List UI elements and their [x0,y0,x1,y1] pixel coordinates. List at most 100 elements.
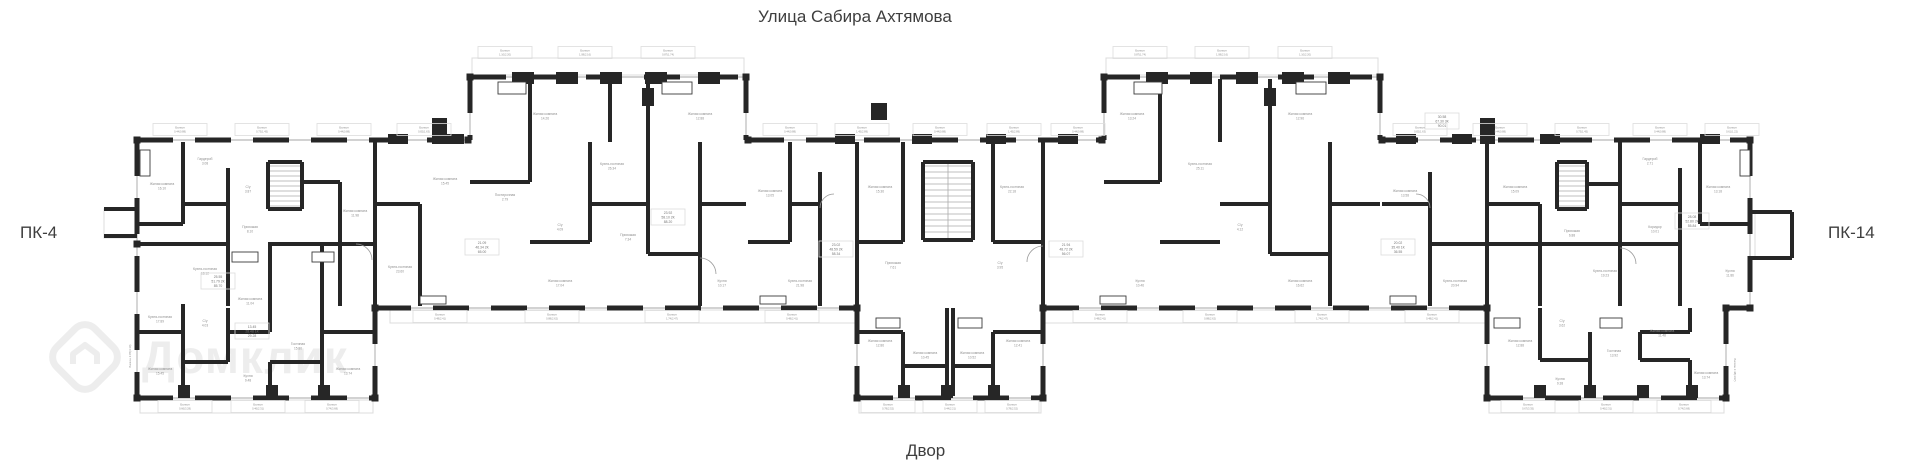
balcony-area-label: 0.74(3.68) [1678,406,1690,410]
room-label: Жилая комната [150,182,175,186]
balcony-label: Балкон [339,125,349,129]
room-area-label: 17.04 [556,284,564,288]
room-area-label: 11.98 [351,214,359,218]
balcony-label: Балкон 2.05(4.10) [128,344,132,367]
apartment-summary-label: 13.45 [248,325,257,329]
apartment-summary-label: 30.58 [1438,115,1447,119]
room-area-label: 9.38 [1557,382,1563,386]
room-area-label: 17.89 [156,320,164,324]
balcony-label: Балкон [1655,125,1665,129]
room-area-label: 13.24 [1128,117,1136,121]
room-area-label: 25.11 [1196,167,1204,171]
balcony-area-label: 0.48(2.41) [786,316,798,320]
balcony-label: Балкон [1300,48,1310,52]
balcony-label: Балкон [327,402,337,406]
apartment-summary-label: 52.80 2К [1685,220,1698,224]
room-label: Жилая комната [1288,112,1313,116]
apartment-summary-label: 25.55 [214,275,223,279]
room-label: Жилая комната [1650,329,1675,333]
room-label: Жилая комната [868,185,893,189]
room-label: С/у [245,185,250,189]
apartment-summary-label: 28.08 [1688,215,1697,219]
room-area-label: 7.34 [625,238,631,242]
apartment-summary-label: 58.10 2К [661,216,674,220]
balcony-label: Балкон [945,402,955,406]
room-label: Жилая комната [1393,189,1418,193]
room-area-label: 6.88 [1569,234,1575,238]
room-label: Кухня-гостиная [148,315,172,319]
balcony-label: Балкон [1727,125,1737,129]
balcony-area-label: 0.46(2.31) [252,406,264,410]
room-area-label: 3.95 [997,266,1003,270]
room-label: Гардероб [1643,157,1658,161]
room-area-label: 10.46 [1136,284,1144,288]
balcony-label: Балкон [580,48,590,52]
street-label: Улица Сабира Ахтямова [758,7,952,26]
room-label: С/у [202,319,207,323]
apartment-summary-label: 67.30 3К [1435,120,1448,124]
room-area-label: 4.09 [557,228,563,232]
apartment-summary-label: 23.02 [832,243,841,247]
balcony-label: Балкон [175,125,185,129]
room-area-label: 14.26 [541,117,549,121]
apartment-summary-label: 55.84 [1688,224,1697,228]
room-label: Жилая комната [533,112,558,116]
balcony-area-label: 1.10(2.20) [499,52,511,56]
balcony-label: Балкон [883,402,893,406]
apartment-summary-label: 56.07 [1062,252,1071,256]
room-label: Прихожая [620,233,636,237]
room-area-label: 2.79 [502,198,508,202]
balcony-label: Балкон [1601,402,1611,406]
room-area-label: 2.71 [1647,162,1653,166]
room-area-label: 9.48 [245,379,251,383]
room-area-label: 3.87 [245,190,251,194]
balcony-area-label: 0.48(2.41) [434,316,446,320]
apartment-summary-label: 46.34 2К [475,246,488,250]
balcony-label: Балкон [667,312,677,316]
balcony-area-label: 0.74(3.68) [326,406,338,410]
room-label: С/у [1559,319,1564,323]
balcony-label: Балкон [1523,402,1533,406]
balcony-label: Балкон [663,48,673,52]
room-area-label: 26.34 [608,167,616,171]
apartment-summary-label: 29.28 [248,334,257,338]
room-label: Жилая комната [148,367,173,371]
balcony-label: Балкон [935,125,945,129]
room-area-label: 11.86 [1726,274,1734,278]
apartment-summary-label: 21.94 [1062,243,1071,247]
room-area-label: 13.58 [1401,194,1409,198]
apartment-summary-label: 20.02 [1394,241,1403,245]
balcony-area-label: 1.10(2.20) [1299,52,1311,56]
pk14-label: ПК-14 [1828,223,1875,242]
room-label: Коридор [1648,225,1662,229]
room-area-label: 10.17 [718,284,726,288]
balcony-area-label: 0.82(1.63) [1414,129,1426,133]
room-area-label: 12.88 [696,117,704,121]
room-label: Кухня-гостиная [788,279,812,283]
apartment-summary-label: 28.48 1К [245,330,258,334]
watermark: Домклик [42,314,348,400]
apartment-summary-label: 90.01 [1438,124,1447,128]
balcony-label: Балкон 2.48(4.97) [1733,359,1737,382]
apartment-summary-label: 35.40 1К [1391,246,1404,250]
apartment-summary-label: 48.72 2К [1059,248,1072,252]
room-label: Кухня-гостиная [193,267,217,271]
room-label: Гардероб [198,157,213,161]
balcony-area-label: 0.61(1.22) [1726,129,1738,133]
apartment-summary-label: 58.34 [832,252,841,256]
room-area-label: 15.45 [156,372,164,376]
room-label: С/у [997,261,1002,265]
watermark-logo-icon [49,321,121,393]
balcony-area-label: 0.73(1.45) [256,129,268,133]
room-area-label: 19.23 [1601,274,1609,278]
balcony-label: Балкон [419,125,429,129]
apartment-summary-label: 23.92 [664,211,673,215]
room-label: Прихожая [885,261,901,265]
room-label: Жилая комната [1288,279,1313,283]
balcony-label: Балкон [1679,402,1689,406]
room-area-label: 15.80 [294,347,302,351]
room-label: Постирочная [495,193,516,197]
room-area-label: 11.48 [1658,334,1666,338]
room-area-label: 4.03 [202,324,208,328]
room-label: Жилая комната [1508,339,1533,343]
